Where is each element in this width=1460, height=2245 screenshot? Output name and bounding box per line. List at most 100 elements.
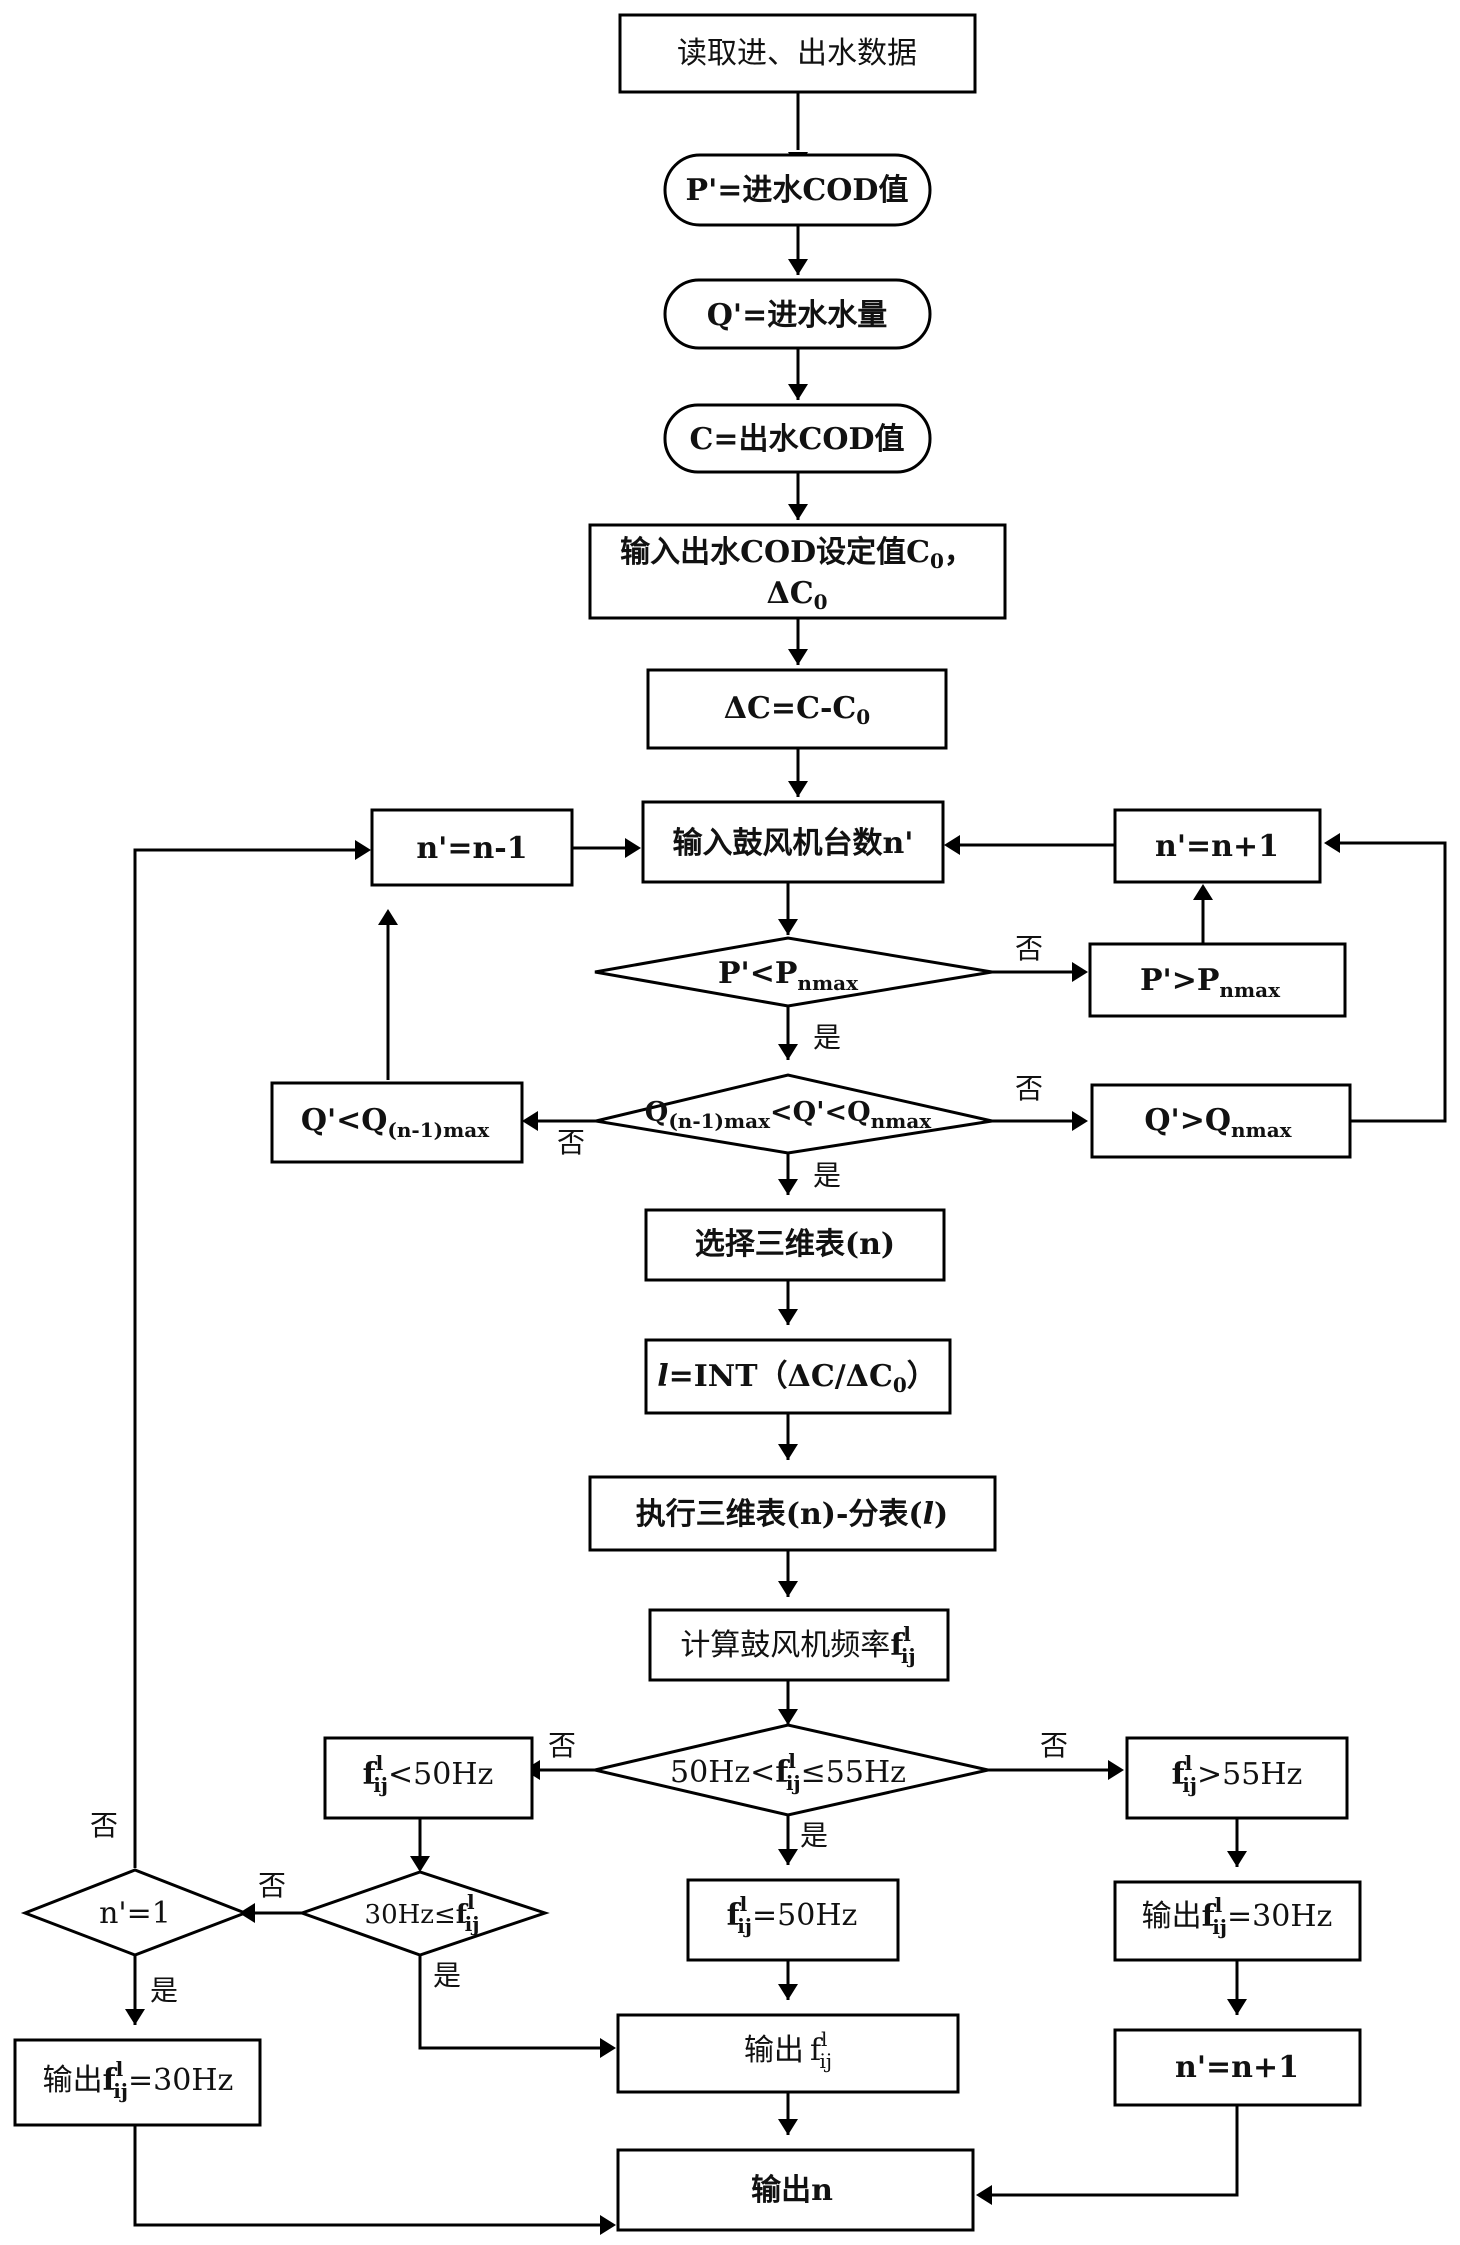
label-no: 否 <box>258 1869 286 1902</box>
node-q-greater: Q'>Qnmax <box>1090 1083 1352 1159</box>
node-select-table-label: 选择三维表(n) <box>695 1227 895 1262</box>
node-delta-c: ΔC=C-C0 <box>646 668 948 750</box>
node-q-greater-label: Q'>Qnmax <box>1144 1103 1292 1142</box>
node-n-minus: n'=n-1 <box>370 808 574 887</box>
arrow-left <box>944 835 960 855</box>
node-delta-c-label: ΔC=C-C0 <box>724 691 870 729</box>
label-no: 否 <box>1015 1072 1043 1105</box>
node-l-int: l=INT（ΔC/ΔC0） <box>644 1338 952 1415</box>
arrow-right <box>1108 1760 1124 1780</box>
decision-q-range: Q(n-1)max<Q'<Qnmax <box>595 1073 993 1155</box>
node-q-less-label: Q'<Q(n-1)max <box>301 1103 490 1142</box>
label-no: 否 <box>90 1809 118 1842</box>
node-q-prime-label: Q'=进水水量 <box>707 298 887 333</box>
arrow-down <box>778 1984 798 2000</box>
node-exec-table-label: 执行三维表(n)-分表(l) <box>636 1497 948 1532</box>
node-read-data-label: 读取进、出水数据 <box>677 36 917 71</box>
edge-n1-no-loop <box>133 848 355 1868</box>
arrow-up <box>1193 884 1213 900</box>
arrow-right <box>355 840 371 860</box>
node-n-plus-top: n'=n+1 <box>1113 808 1322 884</box>
arrow-down <box>788 504 808 520</box>
node-output-n-label: 输出n <box>751 2173 833 2208</box>
label-no: 否 <box>548 1729 576 1762</box>
label-yes: 是 <box>800 1819 828 1852</box>
decision-n-equals-1-label: n'=1 <box>99 1896 171 1931</box>
arrow-left <box>976 2185 992 2205</box>
arrow-down <box>778 1444 798 1460</box>
decision-p-less: P'<Pnmax <box>594 936 993 1008</box>
node-input-setpoint: 输入出水COD设定值C0， ΔC0 <box>588 523 1007 620</box>
node-c-value-label: C=出水COD值 <box>689 422 904 457</box>
arrow-down <box>1227 1999 1247 2015</box>
node-n-plus-top-label: n'=n+1 <box>1155 829 1279 864</box>
label-no: 否 <box>557 1126 585 1159</box>
arrow-down <box>125 2009 145 2025</box>
node-q-prime: Q'=进水水量 <box>663 278 932 350</box>
node-n-minus-label: n'=n-1 <box>416 831 527 866</box>
arrow-down <box>778 2119 798 2135</box>
arrow-right <box>625 838 641 858</box>
decision-n-equals-1: n'=1 <box>20 1868 250 1957</box>
label-yes: 是 <box>813 1159 841 1192</box>
arrow-down <box>788 259 808 275</box>
node-exec-table: 执行三维表(n)-分表(l) <box>588 1475 997 1552</box>
arrow-down <box>778 1581 798 1597</box>
arrow-down <box>778 919 798 935</box>
edge-qgt-loop <box>1340 841 1447 1123</box>
node-p-greater: P'>Pnmax <box>1088 942 1347 1018</box>
node-p-prime: P'=进水COD值 <box>663 153 932 227</box>
node-read-data: 读取进、出水数据 <box>618 13 977 94</box>
label-yes: 是 <box>813 1021 841 1054</box>
node-p-greater-label: P'>Pnmax <box>1140 963 1281 1002</box>
arrow-down <box>1227 1851 1247 1867</box>
arrow-down <box>778 1044 798 1060</box>
label-yes: 是 <box>433 1959 461 1992</box>
node-n-plus-bottom: n'=n+1 <box>1113 2028 1362 2107</box>
node-select-table: 选择三维表(n) <box>644 1208 946 1282</box>
arrow-left <box>1324 833 1340 853</box>
label-no: 否 <box>1015 932 1043 965</box>
edge-out30left-to-outn <box>133 2125 600 2227</box>
arrow-down <box>778 1709 798 1725</box>
arrow-down <box>778 1849 798 1865</box>
node-input-blowers-label: 输入鼓风机台数n' <box>673 826 914 861</box>
node-input-setpoint-line1: 输入出水COD设定值C0， <box>620 535 974 573</box>
node-output-n: 输出n <box>616 2148 975 2232</box>
arrow-right <box>600 2215 616 2235</box>
arrow-down <box>788 781 808 797</box>
node-c-value: C=出水COD值 <box>663 403 932 474</box>
node-l-int-label: l=INT（ΔC/ΔC0） <box>657 1359 937 1397</box>
arrow-down <box>778 1309 798 1325</box>
arrow-down <box>788 649 808 665</box>
arrow-down <box>788 384 808 400</box>
arrow-left <box>522 1111 538 1131</box>
decision-q-range-label: Q(n-1)max<Q'<Qnmax <box>645 1097 932 1133</box>
node-p-prime-label: P'=进水COD值 <box>686 173 909 208</box>
decision-p-less-label: P'<Pnmax <box>718 956 859 995</box>
branch-labels: 否 是 否 否 是 否 否 是 否 是 否 是 <box>90 932 1068 2007</box>
arrowheads <box>125 152 1340 2235</box>
label-no: 否 <box>1040 1729 1068 1762</box>
label-yes: 是 <box>150 1974 178 2007</box>
node-input-blowers: 输入鼓风机台数n' <box>641 800 945 884</box>
arrow-down <box>410 1856 430 1872</box>
edge-cond30-yes <box>418 1955 600 2050</box>
